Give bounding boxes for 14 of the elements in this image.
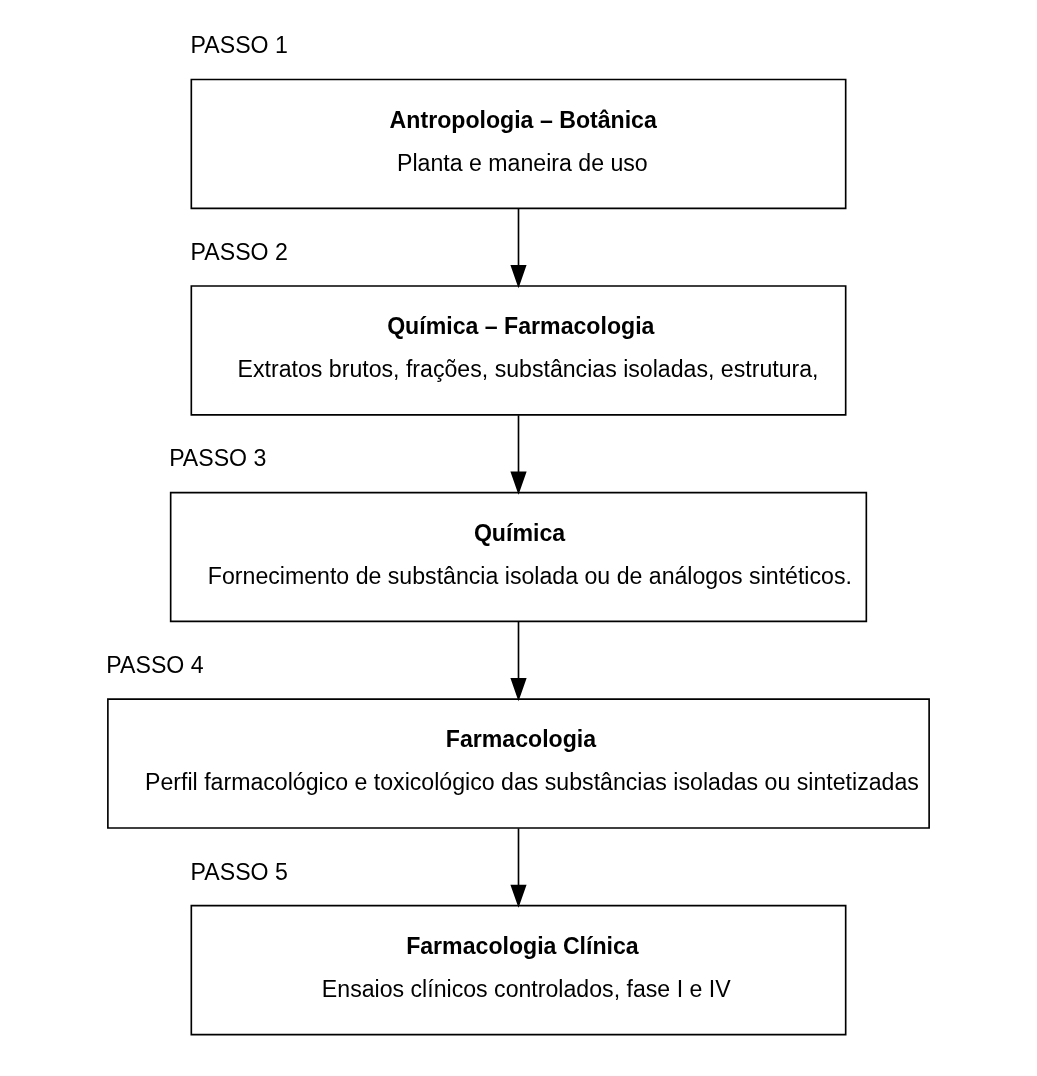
node-box: Farmacologia Clínica Ensaios clínicos controlados, fase I e IV (190, 904, 847, 1036)
node-label: PASSO 1 (190, 32, 288, 59)
node-box: Antropologia – Botânica Planta e maneira de uso (190, 78, 847, 210)
node-box: Farmacologia Perfil farmacológico e toxicológico das substâncias isoladas ou sintetizadas (107, 698, 930, 829)
node-label: PASSO 2 (190, 238, 288, 265)
node-label: PASSO 5 (190, 858, 288, 885)
node-label: PASSO 3 (169, 445, 267, 472)
node-box: Química Fornecimento de substância isolada ou de análogos sintéticos. (169, 491, 868, 623)
arrow (510, 207, 527, 289)
node-box: Química – Farmacologia Extratos brutos, frações, substâncias isoladas, estrutura, (190, 285, 847, 416)
arrow (510, 621, 527, 702)
arrow (510, 827, 527, 908)
node-label: PASSO 4 (106, 652, 204, 678)
arrow (510, 414, 527, 495)
